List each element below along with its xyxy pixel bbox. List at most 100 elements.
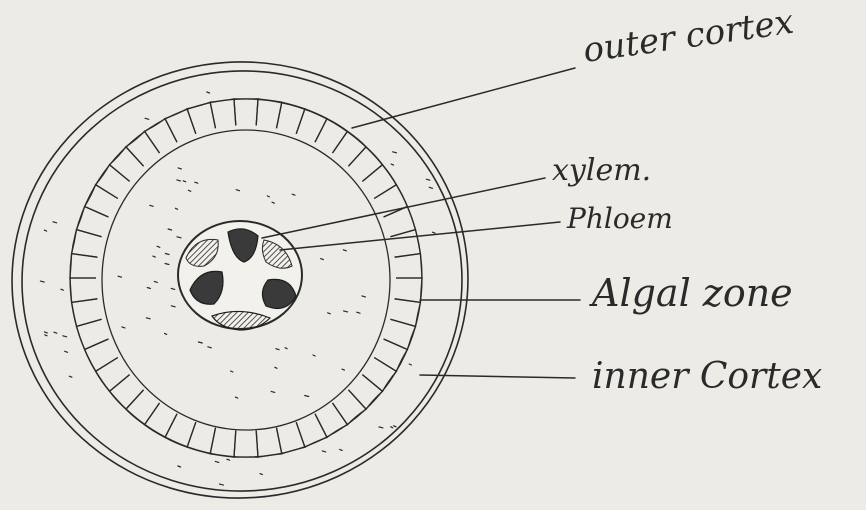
cortex-mark [409, 364, 411, 365]
cortex-mark [276, 349, 279, 350]
cortex-mark [157, 246, 160, 247]
cortex-mark [343, 250, 346, 251]
cortex-mark [215, 461, 219, 462]
cortex-mark [227, 459, 230, 460]
cortex-mark [69, 376, 72, 377]
cortex-mark [147, 288, 150, 289]
algal-cell [277, 102, 305, 134]
cortex-mark [153, 256, 155, 257]
cortex-mark [393, 152, 397, 153]
algal-cell [85, 339, 118, 371]
cortex-mark [118, 276, 121, 277]
cortex-mark [391, 164, 393, 165]
cortex-mark [379, 427, 383, 428]
label-inner-cortex: inner Cortex [592, 356, 822, 397]
cortex-mark [63, 336, 67, 337]
cortex-mark [177, 237, 181, 238]
cortex-mark [272, 202, 274, 203]
algal-cell [77, 207, 109, 237]
cortex-mark [235, 397, 237, 398]
algal-cell [296, 109, 327, 142]
cortex-mark [271, 391, 275, 392]
cortex-mark [231, 371, 233, 372]
cortex-mark [165, 333, 167, 334]
algal-cell [187, 422, 215, 454]
cortex-mark [168, 229, 172, 230]
algal-cell [362, 358, 396, 392]
cortex-mark [340, 449, 343, 450]
algal-cell [362, 165, 396, 199]
algal-cell [374, 185, 407, 217]
algal-cell [384, 319, 416, 349]
cortex-mark [178, 168, 181, 169]
cortex-mark [171, 306, 175, 307]
label-phloem: Phloem [566, 202, 673, 235]
algal-cell [145, 119, 178, 153]
leader-xylem [262, 178, 545, 238]
cortex-mark [394, 426, 397, 427]
cortex-mark [275, 367, 277, 368]
cortex-mark [285, 348, 287, 349]
cortex-mark [65, 351, 68, 352]
algal-cell [333, 131, 367, 166]
cortex-mark [54, 332, 57, 333]
cortex-mark [267, 196, 269, 197]
cortex-mark [146, 318, 150, 319]
cortex-mark [198, 342, 202, 343]
cortex-mark [220, 484, 224, 485]
algal-cell [256, 428, 282, 457]
algal-cell [110, 147, 144, 182]
algal-cell [210, 99, 236, 128]
algal-cell [395, 254, 422, 278]
cortex-mark [53, 222, 57, 223]
cortex-mark [433, 232, 436, 233]
label-outer-cortex: outer cortex [581, 2, 796, 71]
cortex-mark [391, 427, 393, 428]
algal-cell [77, 319, 109, 349]
cortex-mark [122, 327, 125, 328]
cortex-mark [178, 466, 181, 467]
cortex-mark [305, 396, 309, 397]
cortex-mark [175, 208, 177, 209]
algal-cell [315, 119, 348, 153]
stele [178, 221, 302, 330]
algal-cell [165, 109, 196, 142]
cortex-mark [45, 332, 48, 333]
cortex-mark [342, 369, 344, 370]
cortex-mark [150, 205, 153, 206]
cortex-mark [328, 313, 331, 314]
cortex-mark [177, 180, 181, 181]
cortex-mark [154, 281, 157, 282]
cortex-mark [322, 451, 325, 452]
label-xylem: xylem. [552, 153, 651, 188]
cortex-mark [426, 179, 429, 180]
cortex-mark [260, 474, 262, 475]
label-algal-zone: Algal zone [589, 271, 793, 315]
algal-cell [234, 431, 258, 458]
cortex-mark [195, 182, 198, 183]
cortex-mark [292, 194, 295, 195]
algal-cell [374, 339, 407, 371]
algal-cell [96, 165, 130, 199]
cortex-mark [188, 190, 190, 191]
cortex-mark [208, 347, 211, 348]
cortex-mark [171, 288, 175, 289]
cortex-mark [321, 259, 324, 260]
cortex-mark [362, 296, 365, 297]
cortex-mark [344, 311, 348, 312]
cortex-mark [429, 187, 432, 188]
leader-phloem [280, 222, 560, 250]
cortex-mark [44, 230, 46, 231]
algal-cell [348, 147, 382, 182]
cortex-mark [313, 355, 315, 356]
cortex-mark [45, 335, 47, 336]
cortex-mark [236, 190, 239, 191]
cortex-mark [40, 281, 44, 282]
algal-cell [85, 185, 118, 217]
cortex-mark [183, 181, 185, 182]
cortex-mark [61, 289, 64, 290]
cortex-mark [145, 118, 149, 119]
cortex-mark [165, 264, 169, 265]
